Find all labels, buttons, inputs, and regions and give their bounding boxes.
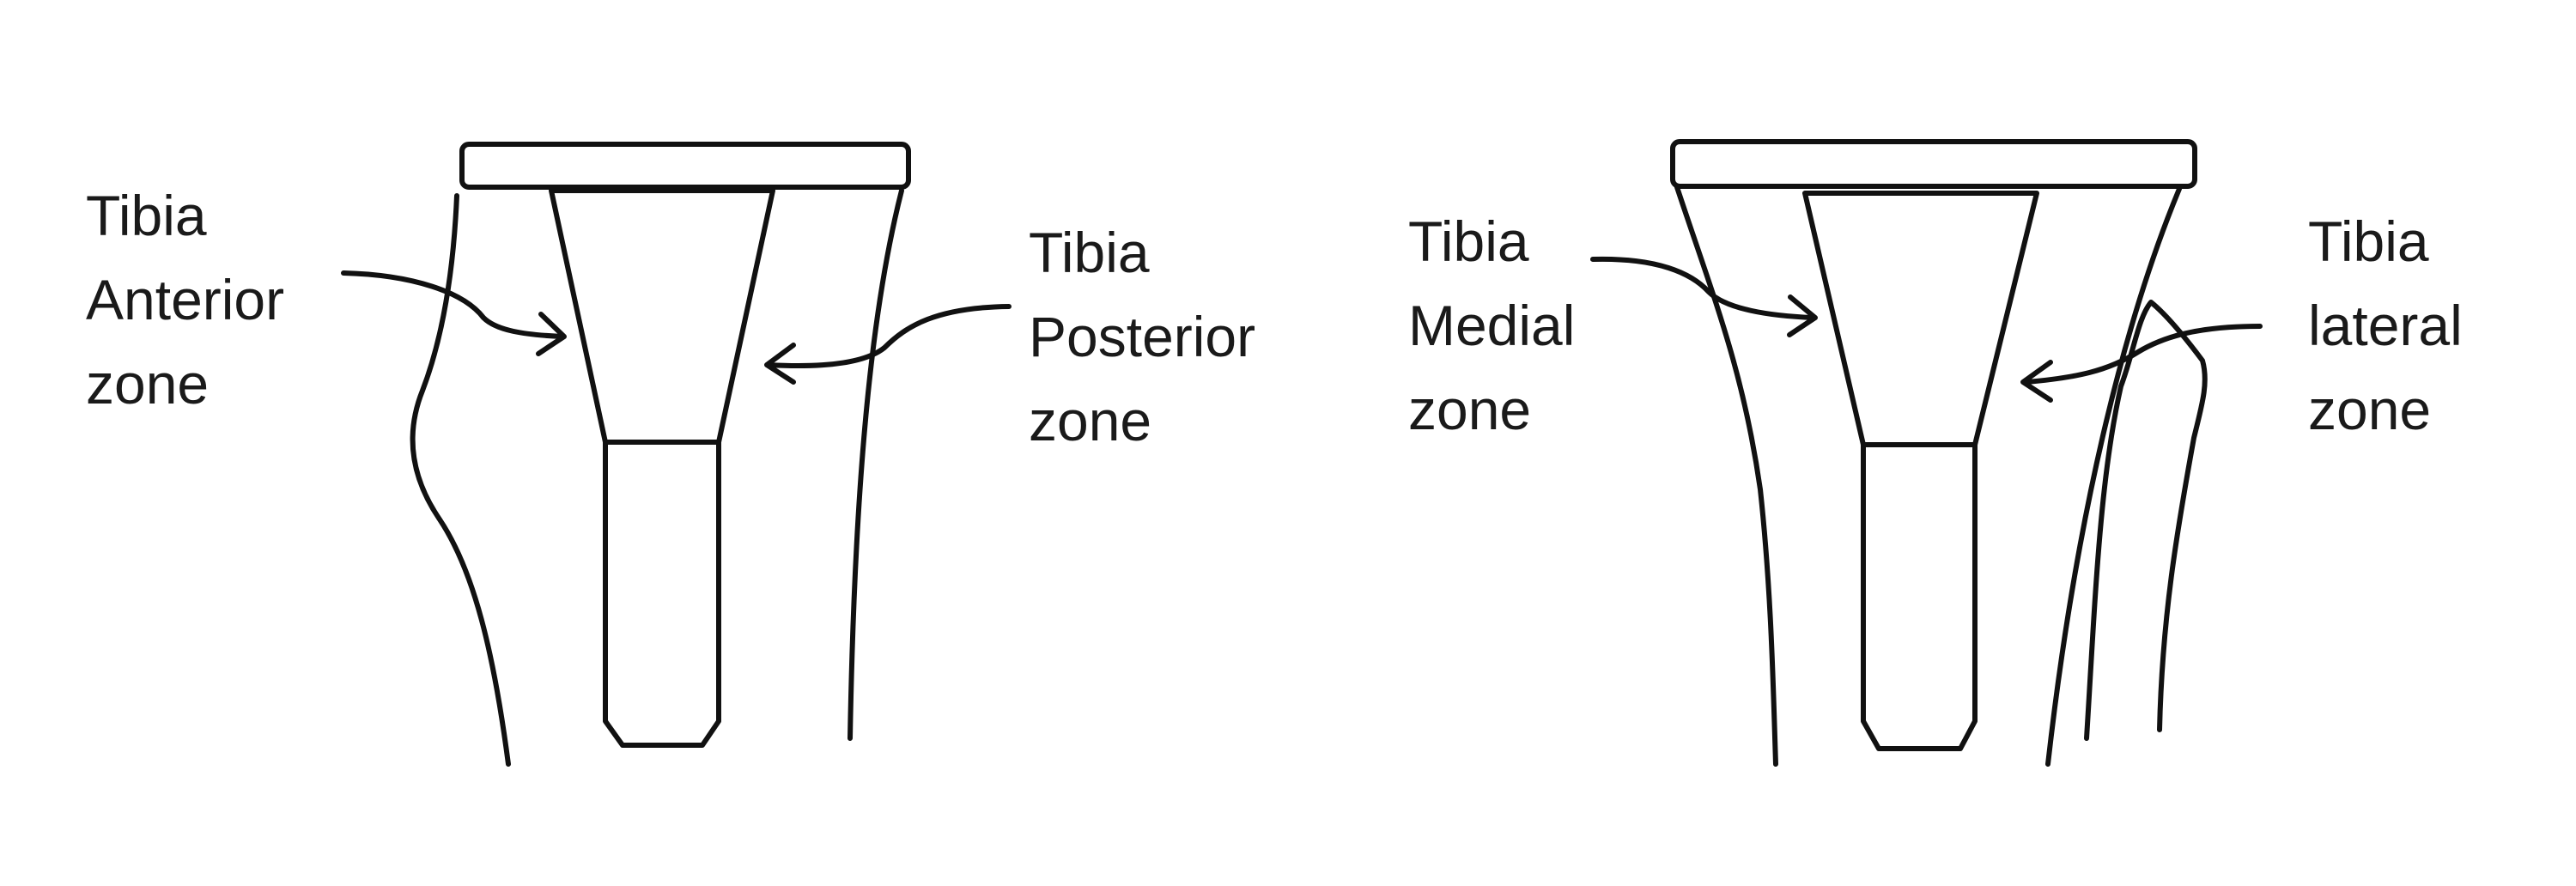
left-bone-posterior-outline <box>848 188 904 741</box>
tibia-posterior-zone-label: Tibia Posterior zone <box>1029 210 1255 463</box>
anterior-label-line-2: Anterior <box>86 268 285 331</box>
right-implant-stem <box>1861 442 1978 751</box>
fibula-outline <box>2084 300 2208 741</box>
right-implant-tray <box>1670 139 2197 189</box>
right-bone-lateral-outline <box>2045 186 2182 767</box>
right-lateral-arrow <box>2024 324 2263 385</box>
left-implant-stem <box>603 440 721 748</box>
posterior-label-line-2: Posterior <box>1029 305 1256 368</box>
right-implant-keel <box>1802 191 2039 447</box>
medial-label-line-3: zone <box>1408 378 1532 441</box>
tibia-anterior-zone-label: Tibia Anterior zone <box>86 173 284 426</box>
tibia-lateral-zone-label: Tibia lateral zone <box>2308 199 2463 452</box>
posterior-label-line-3: zone <box>1029 389 1152 452</box>
anterior-label-line-1: Tibia <box>86 184 207 247</box>
lateral-label-line-3: zone <box>2308 378 2432 441</box>
left-bone-anterior-outline <box>410 193 511 767</box>
tibia-medial-zone-label: Tibia Medial zone <box>1408 199 1575 452</box>
left-view <box>341 142 1012 767</box>
right-medial-arrow <box>1590 256 1816 320</box>
right-lateral-arrowhead <box>2020 360 2053 403</box>
posterior-label-line-1: Tibia <box>1029 221 1150 284</box>
anterior-label-line-3: zone <box>86 352 210 416</box>
left-posterior-arrowhead <box>764 343 796 385</box>
right-medial-arrowhead <box>1787 294 1818 337</box>
right-view <box>1590 139 2263 767</box>
left-implant-tray <box>459 142 911 190</box>
left-anterior-arrowhead <box>536 312 567 356</box>
medial-label-line-2: Medial <box>1408 294 1576 357</box>
medial-label-line-1: Tibia <box>1408 209 1529 273</box>
left-anterior-arrow <box>341 270 565 339</box>
left-implant-keel <box>549 188 775 445</box>
left-posterior-arrow <box>766 304 1012 368</box>
right-bone-medial-outline <box>1674 185 1778 767</box>
lateral-label-line-1: Tibia <box>2308 209 2429 273</box>
lateral-label-line-2: lateral <box>2308 294 2463 357</box>
